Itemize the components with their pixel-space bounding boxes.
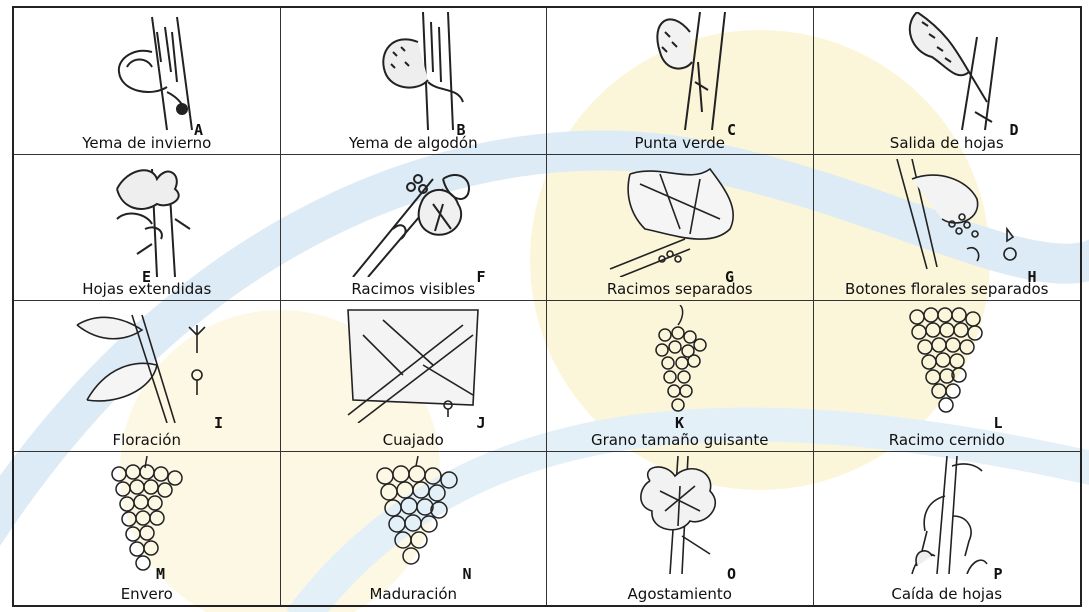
stage-label: Yema de algodón bbox=[281, 134, 547, 152]
separated-flower-buds-icon bbox=[857, 159, 1037, 277]
stage-label: Racimo cernido bbox=[814, 431, 1081, 449]
stage-label: Racimos separados bbox=[547, 280, 813, 298]
leaf-emergence-icon bbox=[857, 12, 1037, 130]
stage-letter: P bbox=[994, 565, 1003, 583]
stage-letter: K bbox=[675, 414, 684, 432]
stage-letter: O bbox=[727, 565, 736, 583]
pea-size-berry-icon bbox=[590, 305, 770, 423]
stage-label: Yema de invierno bbox=[14, 134, 280, 152]
stage-cell: B Yema de algodón bbox=[281, 8, 548, 155]
lignification-icon bbox=[590, 456, 770, 574]
stage-label: Racimos visibles bbox=[281, 280, 547, 298]
veraison-icon bbox=[57, 456, 237, 574]
stage-label: Hojas extendidas bbox=[14, 280, 280, 298]
stage-cell: O Agostamiento bbox=[547, 452, 814, 605]
stage-label: Punta verde bbox=[547, 134, 813, 152]
stage-cell: L Racimo cernido bbox=[814, 301, 1081, 452]
visible-clusters-icon bbox=[323, 159, 503, 277]
stage-label: Cuajado bbox=[281, 431, 547, 449]
stage-cell: H Botones florales separados bbox=[814, 155, 1081, 301]
bunch-closure-icon bbox=[857, 305, 1037, 423]
stage-cell: F Racimos visibles bbox=[281, 155, 548, 301]
stage-cell: N Maduración bbox=[281, 452, 548, 605]
stage-label: Grano tamaño guisante bbox=[547, 431, 813, 449]
ripening-icon bbox=[323, 456, 503, 574]
stage-label: Maduración bbox=[281, 585, 547, 603]
flowering-icon bbox=[57, 305, 237, 423]
stage-letter: M bbox=[156, 565, 165, 583]
stage-cell: C Punta verde bbox=[547, 8, 814, 155]
stage-cell: I Floración bbox=[14, 301, 281, 452]
stage-letter: N bbox=[463, 565, 472, 583]
stage-letter: L bbox=[994, 414, 1003, 432]
stage-cell: G Racimos separados bbox=[547, 155, 814, 301]
stage-letter: I bbox=[214, 414, 223, 432]
green-tip-icon bbox=[590, 12, 770, 130]
separated-clusters-icon bbox=[590, 159, 770, 277]
spread-leaves-icon bbox=[57, 159, 237, 277]
stage-cell: A Yema de invierno bbox=[14, 8, 281, 155]
stage-cell: E Hojas extendidas bbox=[14, 155, 281, 301]
stage-label: Agostamiento bbox=[547, 585, 813, 603]
stage-cell: P Caída de hojas bbox=[814, 452, 1081, 605]
stage-cell: M Envero bbox=[14, 452, 281, 605]
stage-label: Floración bbox=[14, 431, 280, 449]
stage-cell: D Salida de hojas bbox=[814, 8, 1081, 155]
leaf-fall-icon bbox=[857, 456, 1037, 574]
winter-bud-icon bbox=[57, 12, 237, 130]
stage-label: Envero bbox=[14, 585, 280, 603]
stage-cell: K Grano tamaño guisante bbox=[547, 301, 814, 452]
fruit-set-icon bbox=[323, 305, 503, 423]
stage-label: Caída de hojas bbox=[814, 585, 1081, 603]
stage-label: Botones florales separados bbox=[814, 280, 1081, 298]
cotton-bud-icon bbox=[323, 12, 503, 130]
stage-label: Salida de hojas bbox=[814, 134, 1081, 152]
stage-cell: J Cuajado bbox=[281, 301, 548, 452]
phenology-grid: A Yema de invierno B Yema de algodón bbox=[12, 6, 1082, 607]
stage-letter: J bbox=[477, 414, 486, 432]
